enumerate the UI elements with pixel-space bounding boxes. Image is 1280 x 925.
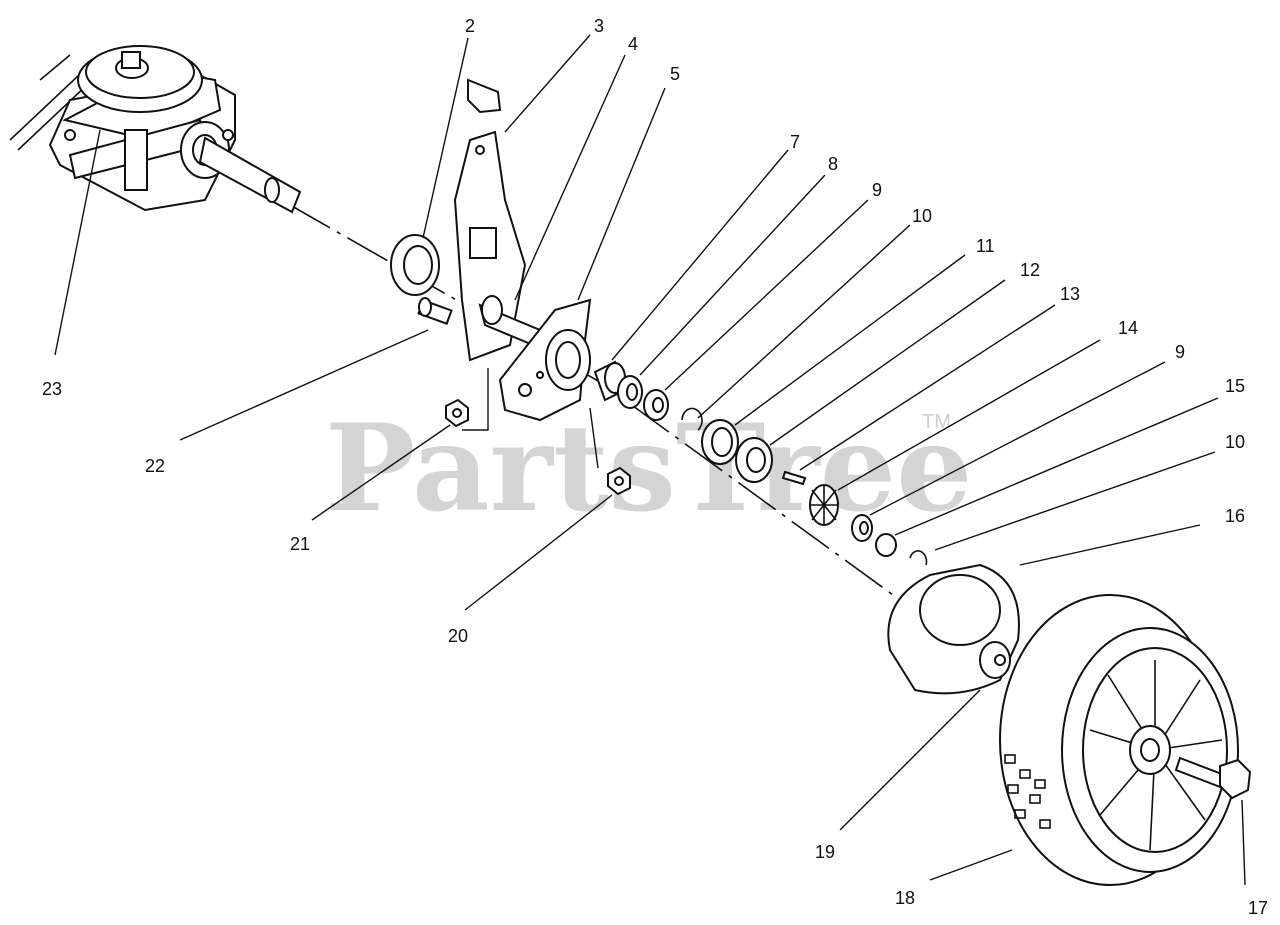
callout-8: 8: [828, 154, 838, 174]
nut-21-bracket-line: [462, 368, 489, 431]
callout-13: 13: [1060, 284, 1080, 304]
callout-18: 18: [895, 888, 915, 908]
wheel: [999, 594, 1239, 886]
e-ring-10: [681, 407, 703, 431]
spacer-15: [875, 533, 897, 557]
callout-5: 5: [670, 64, 680, 84]
spacer-washer: [390, 234, 440, 296]
screw: [417, 297, 453, 325]
transmission-housing: [9, 45, 302, 214]
callout-9: 9: [872, 180, 882, 200]
callout-10b: 10: [1225, 432, 1245, 452]
washer-8: [617, 375, 643, 409]
nut-20-bracket-line: [589, 407, 599, 469]
axle-bolt: [1174, 756, 1252, 800]
wheel-cover: [887, 563, 1020, 695]
hex-nut-21: [445, 398, 469, 428]
washer-11: [701, 419, 739, 465]
callout-19: 19: [815, 842, 835, 862]
key: [781, 470, 807, 486]
callout-7: 7: [790, 132, 800, 152]
trademark-mark: TM: [922, 411, 951, 433]
callout-15: 15: [1225, 376, 1245, 396]
wheel-bracket: [498, 298, 592, 422]
callout-23: 23: [42, 379, 62, 399]
callout-4: 4: [628, 34, 638, 54]
callout-22: 22: [145, 456, 165, 476]
callout-20: 20: [448, 626, 468, 646]
callout-3: 3: [594, 16, 604, 36]
washer-9b: [851, 514, 873, 542]
height-adjust-plate: [453, 78, 527, 362]
callout-2: 2: [465, 16, 475, 36]
washer-9: [643, 389, 669, 421]
leader-lines: [54, 34, 1246, 886]
hex-nut-20: [607, 466, 631, 496]
callout-17: 17: [1248, 898, 1268, 918]
callout-9b: 9: [1175, 342, 1185, 362]
bearing: [735, 437, 773, 483]
callout-12: 12: [1020, 260, 1040, 280]
callout-10: 10: [912, 206, 932, 226]
callout-14: 14: [1118, 318, 1138, 338]
e-ring-10b: [909, 550, 928, 566]
callout-labels: 2 3 4 5 7 8 9 10 11 12 13 14 9 15 10 16 …: [42, 16, 1268, 918]
callout-11: 11: [976, 236, 995, 256]
callout-21: 21: [290, 534, 310, 554]
pivot-bolt: [478, 295, 547, 352]
pinion-gear: [809, 484, 839, 526]
callout-16: 16: [1225, 506, 1245, 526]
